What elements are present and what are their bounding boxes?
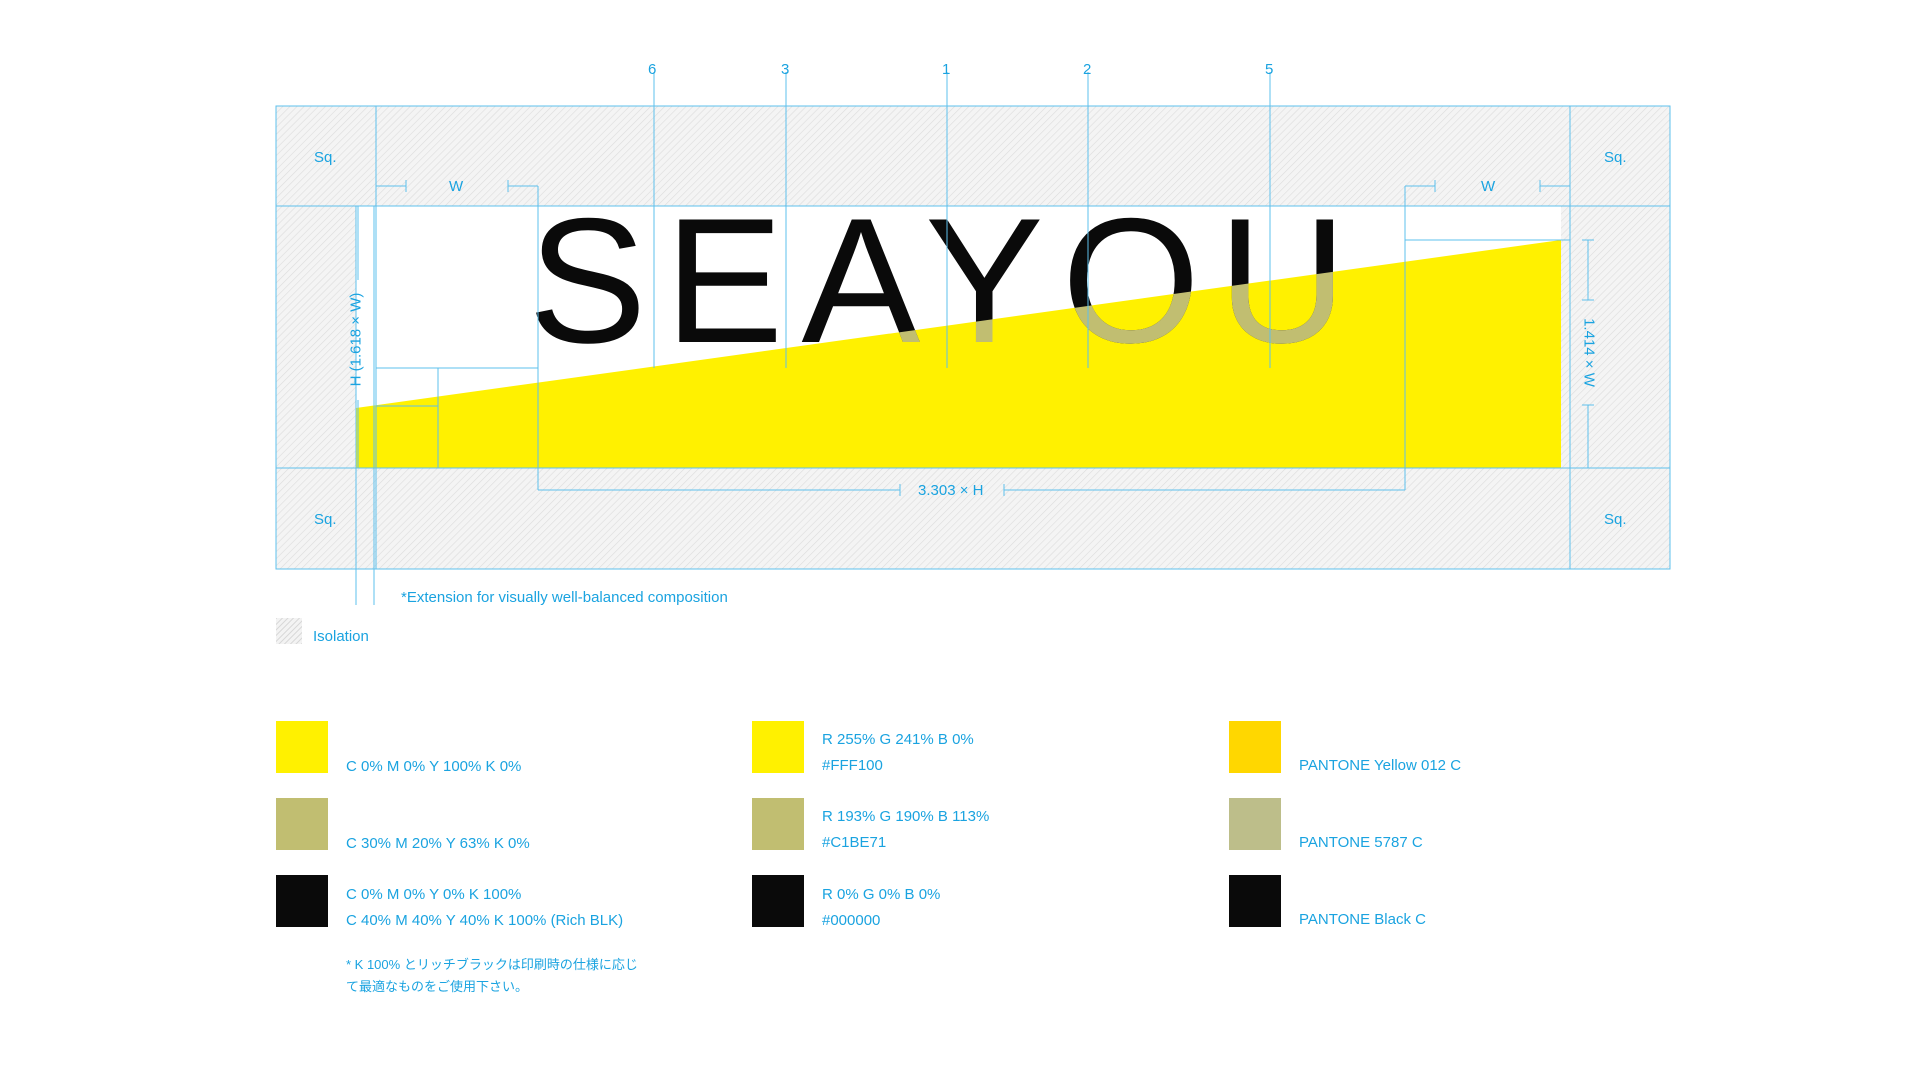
pantone-olive-value: PANTONE 5787 C (1299, 834, 1423, 851)
pantone-black-value: PANTONE Black C (1299, 911, 1426, 928)
cmyk-olive-value: C 30% M 20% Y 63% K 0% (346, 835, 530, 852)
column-label-6: 6 (648, 61, 657, 78)
corner-label-top-right: Sq. (1604, 149, 1627, 166)
column-label-2: 2 (1083, 61, 1092, 78)
dimension-bottom: 3.303 × H (918, 482, 984, 499)
jp-print-note-1: * K 100% とリッチブラックは印刷時の仕様に応じ (346, 957, 638, 972)
pantone-yellow-value: PANTONE Yellow 012 C (1299, 757, 1462, 774)
rgb-yellow-hex: #FFF100 (822, 757, 883, 774)
cmyk-black-value-1: C 0% M 0% Y 0% K 100% (346, 886, 522, 903)
corner-label-bottom-left: Sq. (314, 511, 337, 528)
rgb-black-hex: #000000 (822, 912, 881, 929)
cmyk-yellow-value: C 0% M 0% Y 100% K 0% (346, 758, 522, 775)
swatch-cmyk-yellow (276, 721, 328, 773)
swatch-cmyk-olive (276, 798, 328, 850)
rgb-olive-hex: #C1BE71 (822, 834, 887, 851)
swatch-pantone-yellow (1229, 721, 1281, 773)
yellow-wedge (356, 240, 1561, 468)
corner-label-top-left: Sq. (314, 149, 337, 166)
swatch-cmyk-black (276, 875, 328, 927)
swatch-rgb-olive (752, 798, 804, 850)
corner-label-bottom-right: Sq. (1604, 511, 1627, 528)
dimension-w-left: W (449, 178, 464, 195)
dimension-right: 1.414 × W (1580, 318, 1598, 387)
isolation-label: Isolation (313, 628, 369, 645)
grid-lines (275, 72, 1671, 605)
swatch-pantone-black (1229, 875, 1281, 927)
column-label-1: 1 (942, 61, 951, 78)
extension-note: *Extension for visually well-balanced co… (401, 589, 728, 606)
rgb-olive-value: R 193% G 190% B 113% (822, 808, 990, 825)
rgb-black-value: R 0% G 0% B 0% (822, 886, 941, 903)
jp-print-note-2: て最適なものをご使用下さい。 (346, 979, 529, 994)
swatch-pantone-olive (1229, 798, 1281, 850)
cmyk-black-value-2: C 40% M 40% Y 40% K 100% (Rich BLK) (346, 912, 624, 929)
dimension-w-right: W (1481, 178, 1496, 195)
swatch-rgb-black (752, 875, 804, 927)
isolation-legend-swatch (276, 618, 302, 644)
column-label-3: 3 (781, 61, 790, 78)
logo-wordmark: SEAYOU (528, 181, 1365, 380)
column-label-5: 5 (1265, 61, 1274, 78)
rgb-yellow-value: R 255% G 241% B 0% (822, 731, 974, 748)
swatch-rgb-yellow (752, 721, 804, 773)
isolation-area (276, 106, 1670, 569)
dimension-height: H (1.618 × W) (347, 292, 365, 387)
